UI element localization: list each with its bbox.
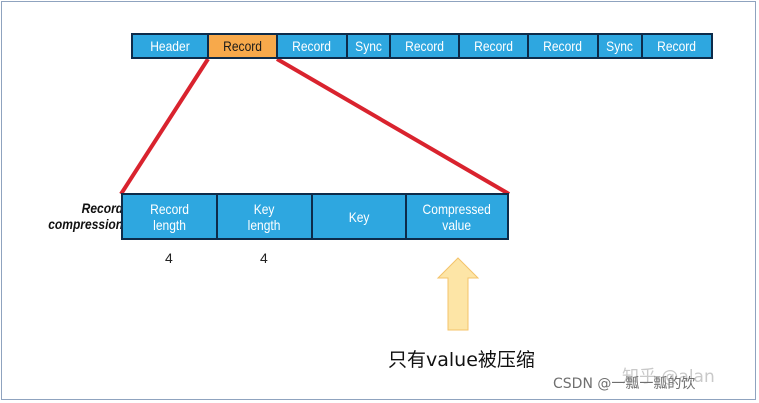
segment-sync: Sync [348,35,391,57]
segment-record: Record [278,35,348,57]
segment-record: Record [657,38,697,54]
compression-note: 只有value被压缩 [388,349,535,371]
up-arrow-icon [436,257,480,331]
segment-record: Record [460,35,529,57]
segment-record: Record [529,35,599,57]
key-length-size: 4 [260,250,268,266]
csdn-watermark: CSDN @一瓢一瓢的饮 [553,376,696,392]
segment-sync: Sync [599,35,643,57]
file-structure-bar: Header Record Record Sync Record Record … [131,33,713,59]
record-structure-bar: Record length Key length Key Compressed … [121,193,509,240]
segment-record: Record [391,35,460,57]
right-connector-line [275,57,511,196]
cell-compressed-value: Compressed value [422,200,492,233]
segment-record-highlighted: Record [209,35,278,57]
zhihu-watermark: 知乎 @alan [622,367,715,387]
segment-header: Header [133,35,209,57]
record-length-size: 4 [165,250,173,266]
cell-key: Key [313,195,407,238]
cell-key-length: Key length [218,195,313,238]
cell-record-length: Record length [123,195,218,238]
left-connector-line [119,57,210,196]
record-compression-label: Record compression [48,200,124,232]
